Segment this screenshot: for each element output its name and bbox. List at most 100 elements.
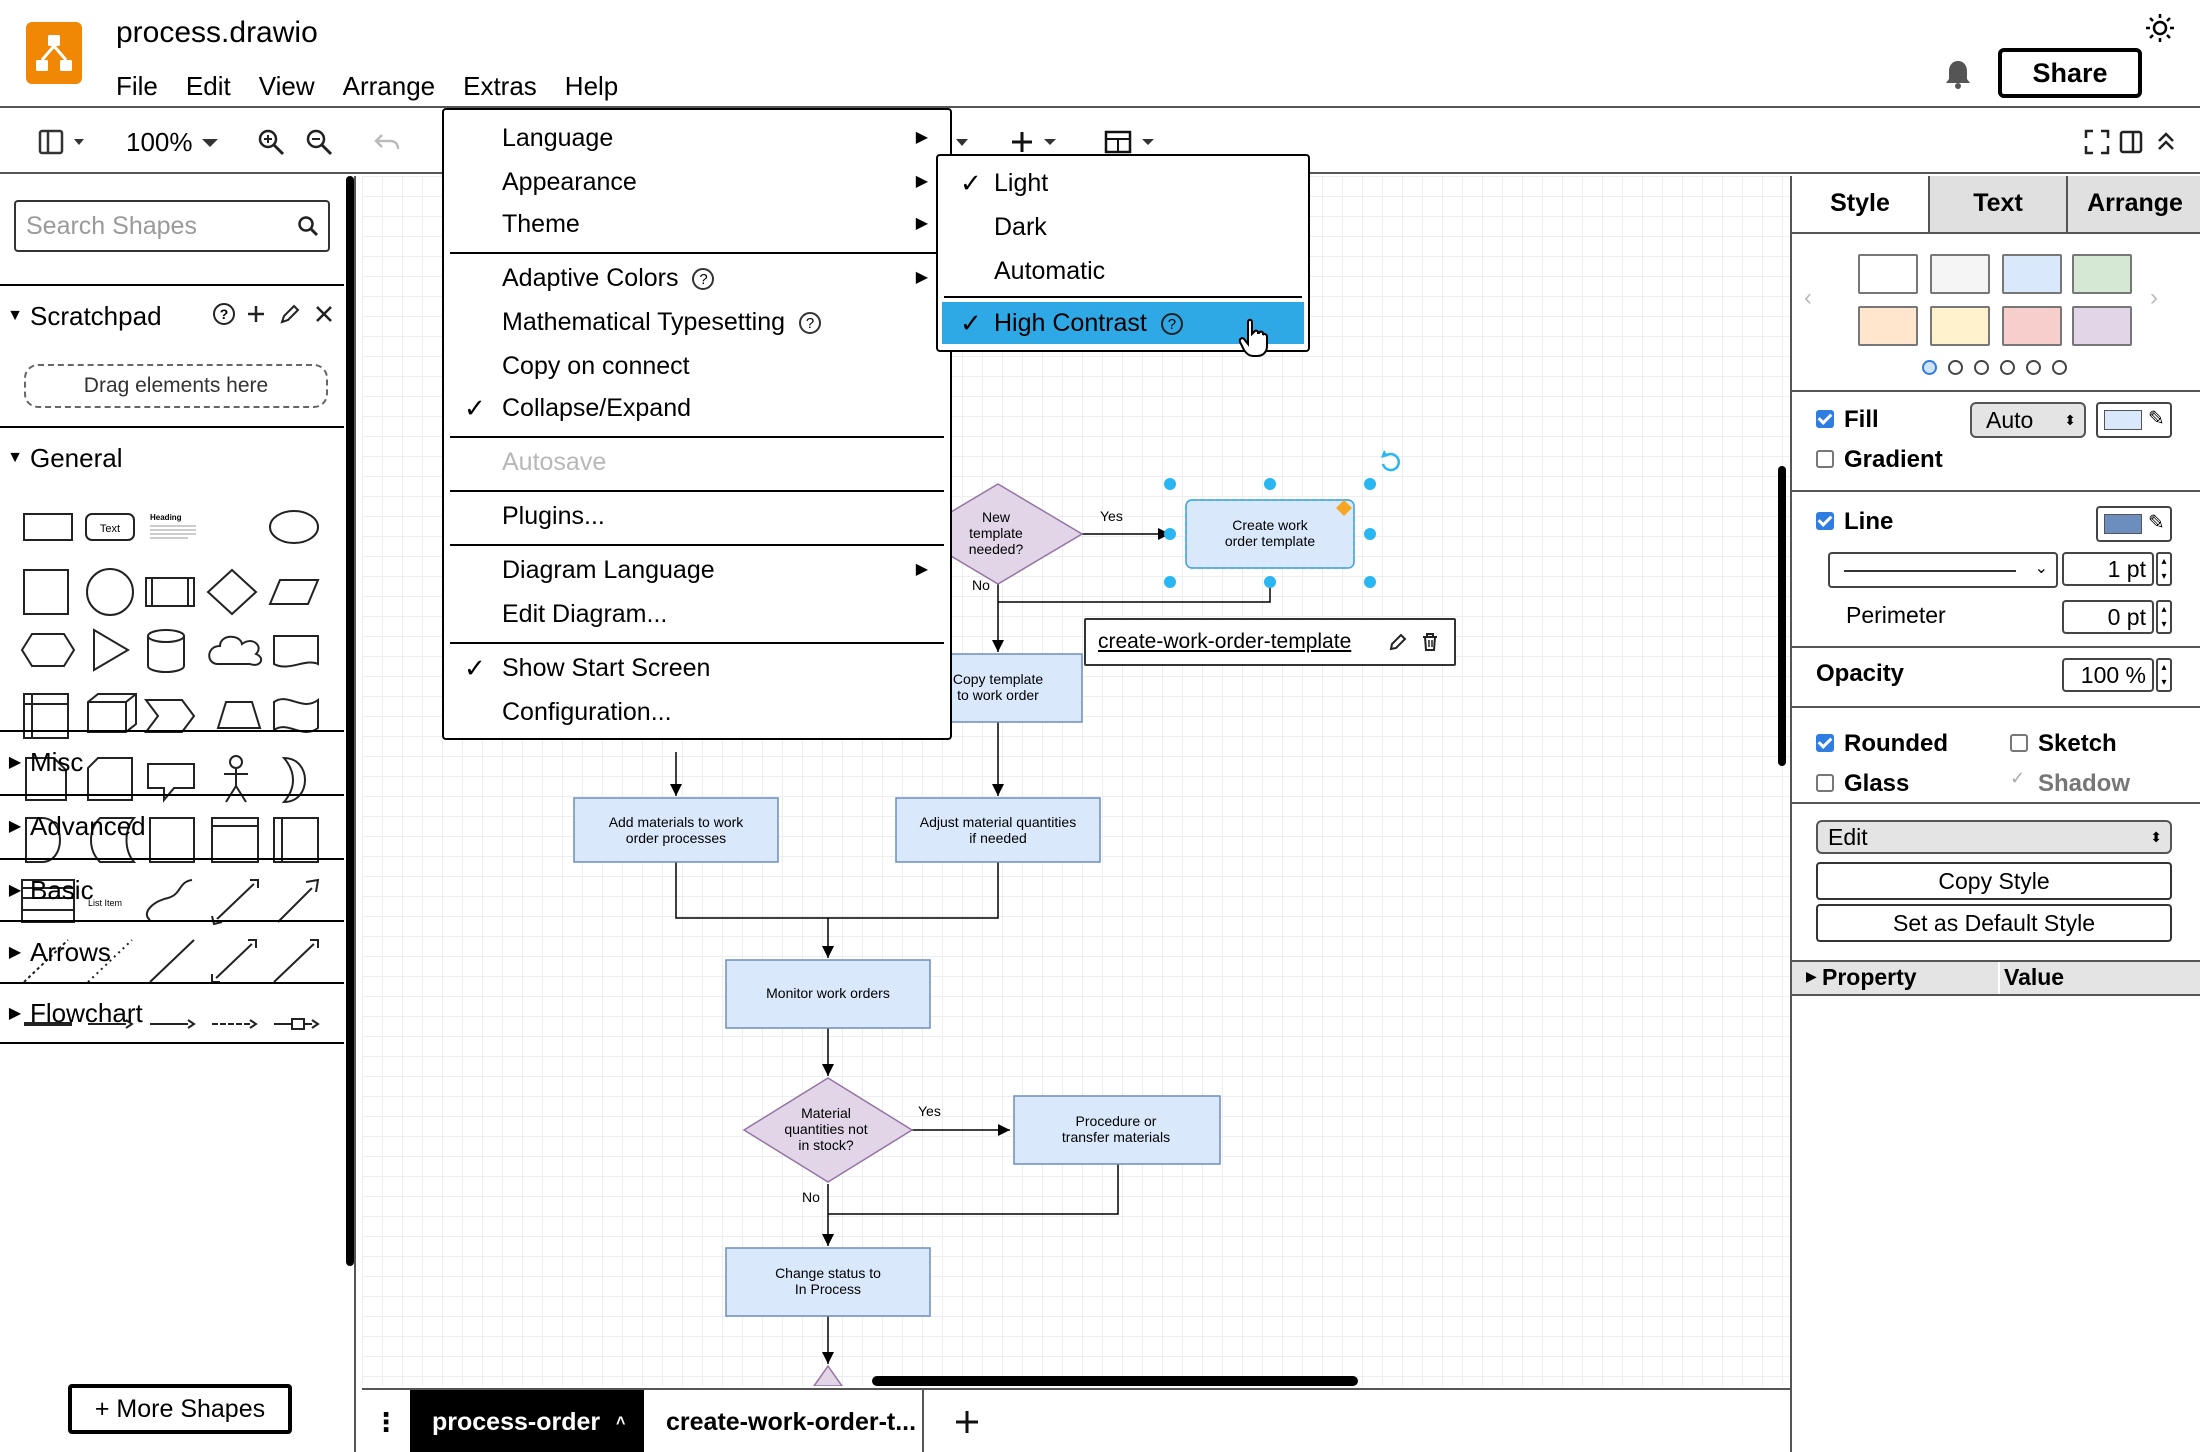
document-title[interactable]: process.drawio [116, 16, 318, 49]
page-tab-process-order[interactable]: process-order ˄ [410, 1390, 644, 1452]
section-flowchart[interactable]: ▶ Flowchart [0, 982, 344, 1044]
eyedropper-icon[interactable]: ✎ [2148, 408, 2165, 430]
edit-style-select[interactable]: Edit ⬍ [1816, 820, 2172, 854]
general-header[interactable]: ▼ General [0, 426, 344, 488]
swatch-pager[interactable] [1922, 360, 2067, 375]
theme-item-automatic[interactable]: Automatic [942, 250, 1304, 292]
search-shapes-input[interactable] [16, 202, 286, 250]
diagram-svg[interactable]: New template needed? Yes No Create work … [362, 176, 1790, 1386]
table-button[interactable] [1104, 110, 1160, 174]
scratchpad-help-icon[interactable]: ? [210, 300, 238, 328]
tab-arrange[interactable]: Arrange [2066, 176, 2200, 234]
canvas-vertical-scrollbar[interactable] [1778, 466, 1786, 766]
collapse-toolbar-button[interactable] [2154, 110, 2178, 174]
theme-item-high-contrast[interactable]: ✓High Contrast? [942, 302, 1304, 344]
eyedropper-icon[interactable]: ✎ [2148, 512, 2165, 534]
perimeter-input[interactable]: 0 pt [2062, 600, 2154, 634]
more-shapes-button[interactable]: + More Shapes [68, 1384, 292, 1434]
set-default-style-button[interactable]: Set as Default Style [1816, 904, 2172, 942]
shadow-checkbox[interactable]: ✓ [2010, 768, 2026, 788]
opacity-stepper[interactable]: ▴▾ [2156, 658, 2172, 692]
tab-style[interactable]: Style [1792, 176, 1928, 234]
menu-edit[interactable]: Edit [185, 71, 231, 101]
selection-handles[interactable] [1164, 478, 1376, 588]
line-checkbox[interactable] [1816, 512, 1834, 530]
menu-item-diagram-language[interactable]: Diagram Language▶ [444, 550, 950, 590]
line-color-picker[interactable]: ✎ [2096, 506, 2172, 542]
copy-style-button[interactable]: Copy Style [1816, 862, 2172, 900]
menu-item-copy-on-connect[interactable]: Copy on connect [444, 346, 950, 386]
scratchpad-header[interactable]: ▼ Scratchpad [0, 284, 344, 346]
swatch-yellow[interactable] [1930, 306, 1990, 346]
help-icon[interactable]: ? [1160, 313, 1183, 336]
scratchpad-edit-icon[interactable] [276, 300, 304, 328]
scratchpad-drop-zone[interactable]: Drag elements here [24, 364, 328, 408]
fill-color-picker[interactable]: ✎ [2096, 402, 2172, 438]
menu-item-appearance[interactable]: Appearance▶ [444, 162, 950, 202]
help-icon[interactable]: ? [799, 312, 822, 335]
fill-mode-select[interactable]: Auto ⬍ [1970, 402, 2086, 438]
menu-arrange[interactable]: Arrange [342, 71, 436, 101]
drawio-logo-icon[interactable] [26, 22, 82, 84]
menu-item-show-start-screen[interactable]: ✓Show Start Screen [444, 648, 950, 688]
sketch-checkbox[interactable] [2010, 734, 2028, 752]
line-width-stepper[interactable]: ▴▾ [2156, 552, 2172, 586]
rounded-checkbox[interactable] [1816, 734, 1834, 752]
theme-item-dark[interactable]: Dark [942, 206, 1304, 248]
menu-help[interactable]: Help [564, 71, 619, 101]
gradient-checkbox[interactable] [1816, 450, 1834, 468]
insert-button[interactable] [1008, 110, 1062, 174]
menu-item-edit-diagram[interactable]: Edit Diagram... [444, 594, 950, 634]
swatch-purple[interactable] [2072, 306, 2132, 346]
fill-checkbox[interactable] [1816, 410, 1834, 428]
swatch-next-icon[interactable]: › [2150, 284, 2158, 311]
menu-item-math-typesetting[interactable]: Mathematical Typesetting? [444, 302, 950, 342]
swatch-blue[interactable] [2002, 254, 2062, 294]
fullscreen-button[interactable] [2084, 110, 2110, 174]
menu-view[interactable]: View [258, 71, 315, 101]
zoom-dropdown[interactable]: 100% [126, 110, 221, 174]
edit-link-icon[interactable] [1386, 630, 1410, 654]
pages-menu-icon[interactable]: ⋮ [373, 1406, 399, 1437]
theme-sun-icon[interactable] [2140, 8, 2180, 48]
delete-link-icon[interactable] [1418, 630, 1442, 654]
zoom-out-button[interactable] [304, 110, 334, 174]
more-arrow-button[interactable] [954, 110, 970, 174]
toggle-sidebar-button[interactable] [38, 110, 88, 174]
swatch-green[interactable] [2072, 254, 2132, 294]
menu-item-theme[interactable]: Theme▶ [444, 204, 950, 244]
undo-button[interactable] [372, 110, 402, 174]
menu-item-collapse-expand[interactable]: ✓Collapse/Expand [444, 388, 950, 428]
line-width-input[interactable]: 1 pt [2062, 552, 2154, 586]
link-text[interactable]: create-work-order-template [1098, 630, 1352, 653]
opacity-input[interactable]: 100 % [2062, 658, 2154, 692]
format-panel-toggle[interactable] [2118, 110, 2144, 174]
property-table-header[interactable]: ▶ Property Value [1792, 962, 2200, 996]
search-icon[interactable] [296, 214, 320, 238]
menu-item-configuration[interactable]: Configuration... [444, 692, 950, 732]
scratchpad-close-icon[interactable] [310, 300, 338, 328]
swatch-orange[interactable] [1858, 306, 1918, 346]
menu-item-language[interactable]: Language▶ [444, 118, 950, 158]
scratchpad-add-icon[interactable] [242, 300, 270, 328]
section-advanced[interactable]: ▶ Advanced [0, 794, 344, 856]
swatch-prev-icon[interactable]: ‹ [1804, 284, 1812, 311]
zoom-in-button[interactable] [256, 110, 286, 174]
add-page-button[interactable] [942, 1390, 992, 1452]
canvas-horizontal-scrollbar[interactable] [872, 1376, 1358, 1386]
section-basic[interactable]: ▶ Basic [0, 858, 344, 920]
share-button[interactable]: Share [1998, 48, 2142, 98]
notification-bell-icon[interactable] [1940, 54, 1976, 94]
section-misc[interactable]: ▶ Misc [0, 730, 344, 792]
menu-file[interactable]: File [116, 71, 158, 101]
swatch-red[interactable] [2002, 306, 2062, 346]
perimeter-stepper[interactable]: ▴▾ [2156, 600, 2172, 634]
section-arrows[interactable]: ▶ Arrows [0, 920, 344, 982]
menu-item-adaptive-colors[interactable]: Adaptive Colors?▶ [444, 258, 950, 298]
chevron-up-icon[interactable]: ˄ [616, 1413, 626, 1430]
swatch-light-gray[interactable] [1930, 254, 1990, 294]
line-style-select[interactable]: ⌄ [1828, 552, 2058, 588]
sidebar-scrollbar[interactable] [346, 176, 354, 1266]
menu-extras[interactable]: Extras [463, 71, 537, 101]
theme-item-light[interactable]: ✓Light [942, 162, 1304, 204]
